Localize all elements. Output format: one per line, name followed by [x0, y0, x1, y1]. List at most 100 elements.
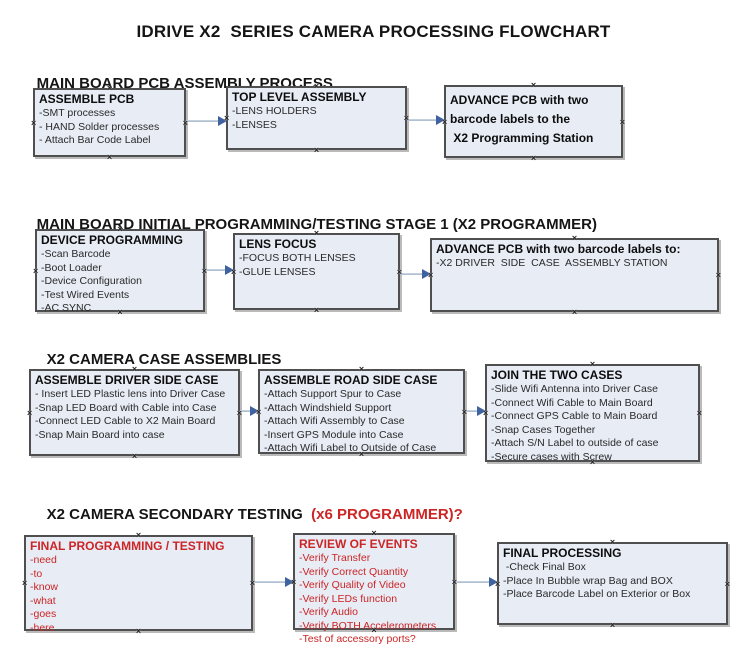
box-items: - Insert LED Plastic lens into Driver Ca… [35, 388, 234, 442]
flow-box-advance-pcb-driver-side-station[interactable]: ADVANCE PCB with two barcode labels to: … [428, 234, 721, 317]
box-item: -LENSES [232, 118, 277, 131]
box-item: -Boot Loader [41, 261, 102, 274]
flow-box-review-of-events[interactable]: REVIEW OF EVENTS -Verify Transfer-Verify… [291, 529, 457, 646]
anchor-handle-icon: × [715, 270, 721, 280]
anchor-handle-icon: × [530, 153, 537, 163]
section-header-secondary-testing: X2 CAMERA SECONDARY TESTING (x6 PROGRAMM… [30, 489, 463, 540]
arrow-line [400, 273, 424, 275]
box-item: -SMT processes [39, 107, 116, 119]
box-title: TOP LEVEL ASSEMBLY [232, 90, 367, 104]
arrow-line [407, 119, 438, 121]
arrow-head-icon [489, 577, 498, 587]
anchor-handle-icon: × [27, 407, 33, 418]
arrow-head-icon [218, 116, 227, 126]
box-item: -Connect GPS Cable to Main Board [491, 410, 658, 422]
arrow-head-icon [225, 265, 234, 275]
box-title: JOIN THE TWO CASES [491, 368, 623, 382]
flow-box-final-programming-testing[interactable]: FINAL PROGRAMMING / TESTING -need-to-kno… [22, 531, 255, 636]
flow-box-lens-focus[interactable]: LENS FOCUS -FOCUS BOTH LENSES-GLUE LENSE… [231, 229, 402, 315]
box-item: -Verify Correct Quantity [299, 565, 409, 578]
anchor-handle-icon: × [131, 451, 138, 461]
anchor-handle-icon: × [22, 578, 28, 588]
box-title: ASSEMBLE PCB [39, 92, 135, 106]
box-item: -Snap Main Board into case [35, 428, 165, 441]
anchor-handle-icon: × [696, 408, 702, 418]
box-item: -need [30, 554, 57, 566]
anchor-handle-icon: × [609, 620, 616, 630]
box-items: -Check Final Box-Place In Bubble wrap Ba… [503, 561, 722, 602]
box-item: -Verify BOTH Accelerometers [299, 619, 437, 632]
box-item: -to [30, 567, 43, 580]
box-item: -GLUE LENSES [239, 265, 316, 278]
arrow-line [240, 410, 252, 412]
box-title: ASSEMBLE DRIVER SIDE CASE [35, 373, 219, 387]
section-header-case-assemblies: X2 CAMERA CASE ASSEMBLIES [30, 334, 282, 385]
arrow-head-icon [477, 406, 486, 416]
box-item: -goes [30, 608, 57, 620]
arrow-line [186, 120, 220, 122]
box-item: -Attach Windshield Support [264, 401, 392, 414]
anchor-handle-icon: × [589, 359, 596, 369]
anchor-handle-icon: × [530, 80, 537, 90]
box-item: -Slide Wifi Antenna into Driver Case [491, 383, 658, 395]
box-item: -Attach S/N Label to outside of case [491, 437, 659, 449]
section-header-text: X2 CAMERA CASE ASSEMBLIES [46, 351, 282, 368]
flow-box-top-level-assembly[interactable]: TOP LEVEL ASSEMBLY -LENS HOLDERS-LENSES … [224, 82, 409, 155]
arrow-head-icon [436, 115, 445, 125]
box-item: -AC SYNC [41, 302, 92, 314]
anchor-handle-icon: × [33, 265, 39, 276]
flow-box-join-the-two-cases[interactable]: JOIN THE TWO CASES -Slide Wifi Antenna i… [483, 359, 702, 467]
page-title: IDRIVE X2 SERIES CAMERA PROCESSING FLOWC… [136, 22, 611, 41]
arrow-line [253, 581, 287, 583]
box-item: -Attach Support Spur to Case [264, 388, 402, 400]
box-item: -here [30, 621, 55, 634]
box-item: -Connect Wifi Cable to Main Board [491, 396, 653, 409]
flow-box-advance-pcb-programming-station[interactable]: ADVANCE PCB with two barcode labels to t… [442, 80, 625, 163]
box-title: DEVICE PROGRAMMING [41, 233, 184, 247]
section-header-initial-programming: MAIN BOARD INITIAL PROGRAMMING/TESTING S… [20, 199, 597, 250]
box-title: LENS FOCUS [239, 237, 317, 251]
box-title: ADVANCE PCB with two barcode labels to t… [450, 93, 594, 145]
arrow-line [205, 269, 227, 271]
box-item: -Scan Barcode [41, 248, 111, 260]
box-items: -Slide Wifi Antenna into Driver Case-Con… [491, 383, 694, 464]
section-header-text: MAIN BOARD INITIAL PROGRAMMING/TESTING S… [36, 216, 597, 233]
box-item: -Device Configuration [41, 275, 142, 287]
box-item: -Insert GPS Module into Case [264, 428, 404, 441]
flow-box-assemble-road-side-case[interactable]: ASSEMBLE ROAD SIDE CASE -Attach Support … [256, 365, 467, 459]
flow-box-final-processing[interactable]: FINAL PROCESSING -Check Final Box-Place … [495, 537, 730, 630]
box-title: FINAL PROCESSING [503, 546, 622, 560]
box-item: - Attach Bar Code Label [39, 134, 151, 146]
box-item: - Insert LED Plastic lens into Driver Ca… [35, 388, 226, 400]
arrow-line [465, 410, 479, 412]
flow-box-assemble-pcb[interactable]: ASSEMBLE PCB -SMT processes- HAND Solder… [31, 84, 188, 162]
box-item: -Attach Wifi Label to Outside of Case [264, 442, 437, 454]
anchor-handle-icon: × [571, 307, 578, 317]
box-item: -Snap LED Board with Cable into Case [35, 401, 217, 414]
anchor-handle-icon: × [106, 152, 113, 162]
arrow-head-icon [422, 269, 431, 279]
box-items: -Attach Support Spur to Case-Attach Wind… [264, 388, 459, 456]
box-item: - HAND Solder processes [39, 120, 160, 133]
anchor-handle-icon: × [313, 145, 320, 155]
flow-box-assemble-driver-side-case[interactable]: ASSEMBLE DRIVER SIDE CASE - Insert LED P… [27, 365, 242, 461]
box-items: -SMT processes- HAND Solder processes- A… [39, 107, 180, 148]
box-item: -know [30, 581, 59, 593]
box-item: -FOCUS BOTH LENSES [239, 252, 356, 264]
box-title: ASSEMBLE ROAD SIDE CASE [264, 373, 438, 387]
box-item: -Test of accessory ports? [299, 633, 416, 645]
box-item: -Place In Bubble wrap Bag and BOX [503, 574, 673, 587]
anchor-handle-icon: × [609, 537, 616, 547]
anchor-handle-icon: × [619, 116, 625, 127]
box-item: -Verify LEDs function [299, 592, 398, 605]
box-item: -Verify Quality of Video [299, 579, 406, 591]
box-item: -Check Final Box [503, 561, 586, 573]
box-item: -Test Wired Events [41, 288, 130, 301]
box-items: -FOCUS BOTH LENSES-GLUE LENSES [239, 252, 394, 279]
arrow-head-icon [250, 406, 259, 416]
anchor-handle-icon: × [313, 305, 320, 315]
box-title: FINAL PROGRAMMING / TESTING [30, 539, 225, 553]
anchor-handle-icon: × [31, 117, 37, 128]
flow-box-device-programming[interactable]: DEVICE PROGRAMMING -Scan Barcode-Boot Lo… [33, 225, 207, 317]
